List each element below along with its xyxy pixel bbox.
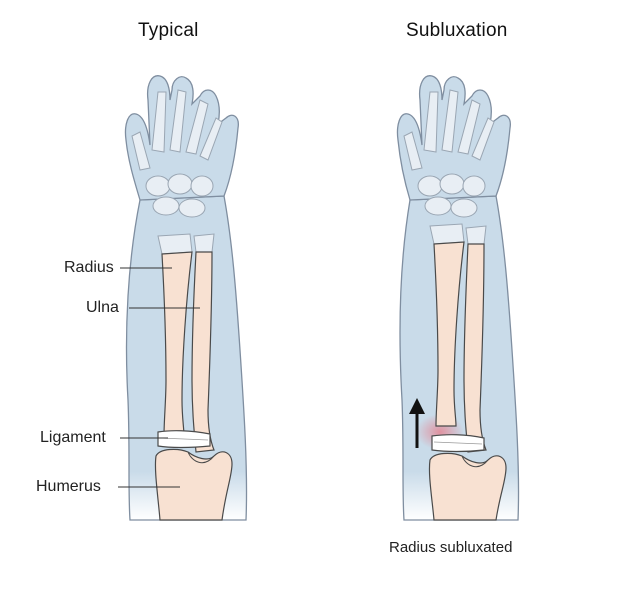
typical-ulna-distal [193,233,215,253]
subluxation-radius-distal [429,223,465,245]
typical-humerus-bone [154,448,233,521]
subluxation-hand-skin [396,75,511,201]
subluxation-radius-bone [433,241,465,427]
upward-arrow-icon [409,398,425,448]
typical-title: Typical [138,20,199,41]
typical-hand-bones [131,89,223,218]
subluxation-hand-bones [403,89,495,218]
radius-label: Radius [64,259,114,276]
subluxation-ulna-bone [463,243,487,453]
typical-ulna-bone [191,251,215,453]
typical-radius-distal [157,233,193,255]
typical-hand-skin [124,75,239,201]
ligament-label: Ligament [40,429,106,446]
subluxation-humerus-bone [428,452,507,521]
leader-lines [118,267,200,488]
humerus-label: Humerus [36,478,101,495]
subluxation-arm [396,75,520,521]
ulna-label: Ulna [86,299,119,316]
typical-arm [124,75,248,521]
subluxation-caption: Radius subluxated [389,539,513,556]
subluxation-title: Subluxation [406,20,508,41]
subluxation-ulna-distal [465,225,487,245]
typical-forearm-skin [125,195,248,521]
